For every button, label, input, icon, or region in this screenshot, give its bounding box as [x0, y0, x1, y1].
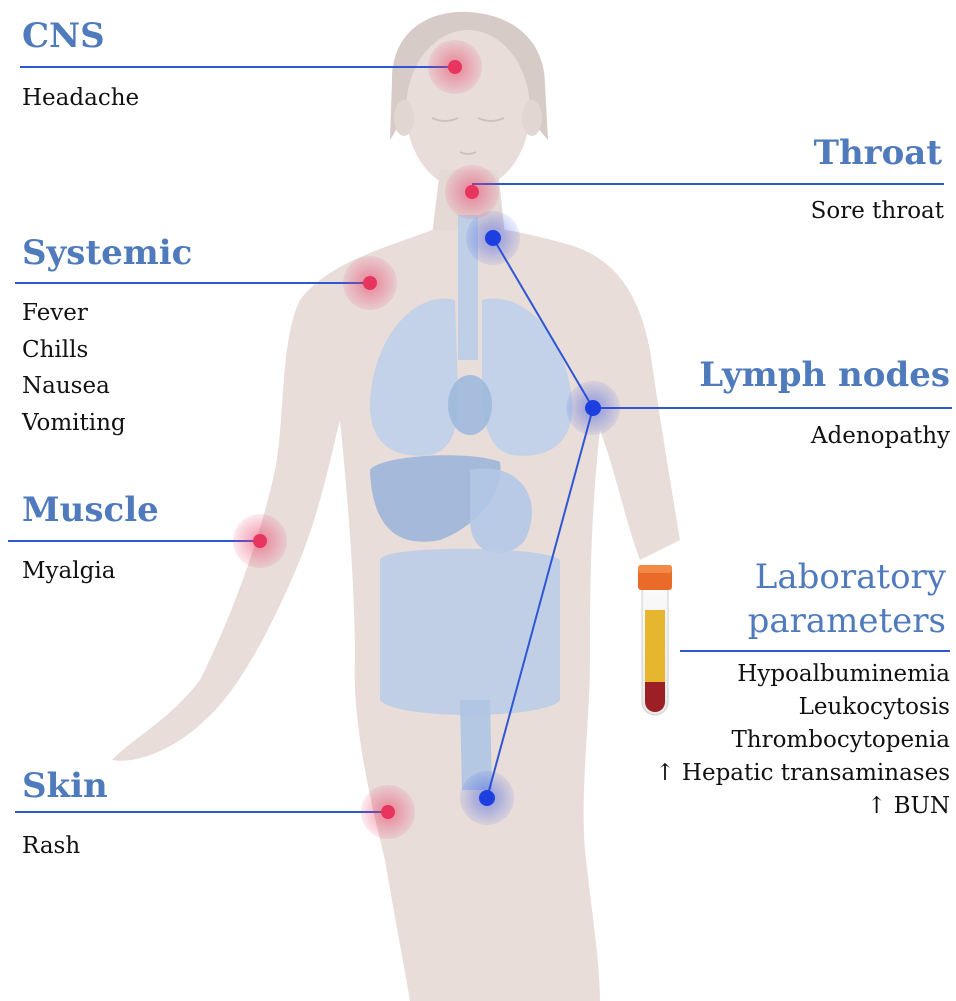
symptom-list-muscle: Myalgia — [22, 553, 115, 590]
symptom-item: Myalgia — [22, 553, 115, 590]
symptom-item: Rash — [22, 828, 80, 865]
heading-cns: CNS — [22, 16, 105, 56]
lab-item: Thrombocytopenia — [655, 724, 950, 757]
lab-item: Leukocytosis — [655, 691, 950, 724]
symptom-item: Headache — [22, 80, 139, 117]
heading-lymph-nodes: Lymph nodes — [699, 355, 950, 395]
marker-lymph-neck — [466, 211, 520, 265]
lab-item: ↑ Hepatic transaminases — [655, 757, 950, 790]
marker-throat — [445, 165, 499, 219]
symptom-list-throat: Sore throat — [811, 193, 944, 230]
heading-laboratory-parameters: Laboratory parameters — [748, 555, 946, 643]
symptom-item: Chills — [22, 332, 126, 369]
lab-item: ↑ BUN — [655, 790, 950, 823]
lab-item: Hypoalbuminemia — [655, 658, 950, 691]
symptom-item: Vomiting — [22, 405, 126, 442]
marker-lymph-axilla — [566, 381, 620, 435]
symptom-list-lymph-nodes: Adenopathy — [811, 418, 950, 455]
symptom-item: Fever — [22, 295, 126, 332]
lab-parameter-list: Hypoalbuminemia Leukocytosis Thrombocyto… — [655, 658, 950, 823]
symptom-item: Adenopathy — [811, 418, 950, 455]
heading-skin: Skin — [22, 766, 108, 806]
marker-muscle — [233, 514, 287, 568]
heading-systemic: Systemic — [22, 233, 192, 273]
marker-lymph-groin — [460, 771, 514, 825]
symptom-item: Nausea — [22, 368, 126, 405]
human-body-illustration — [112, 12, 680, 1001]
symptom-list-cns: Headache — [22, 80, 139, 117]
heading-muscle: Muscle — [22, 490, 159, 530]
heading-line: parameters — [748, 599, 946, 643]
symptom-item: Sore throat — [811, 193, 944, 230]
heading-line: Laboratory — [748, 555, 946, 599]
marker-systemic — [343, 256, 397, 310]
marker-cns — [428, 40, 482, 94]
heading-throat: Throat — [814, 133, 942, 173]
symptom-list-systemic: Fever Chills Nausea Vomiting — [22, 295, 126, 441]
marker-skin — [361, 785, 415, 839]
symptom-list-skin: Rash — [22, 828, 80, 865]
